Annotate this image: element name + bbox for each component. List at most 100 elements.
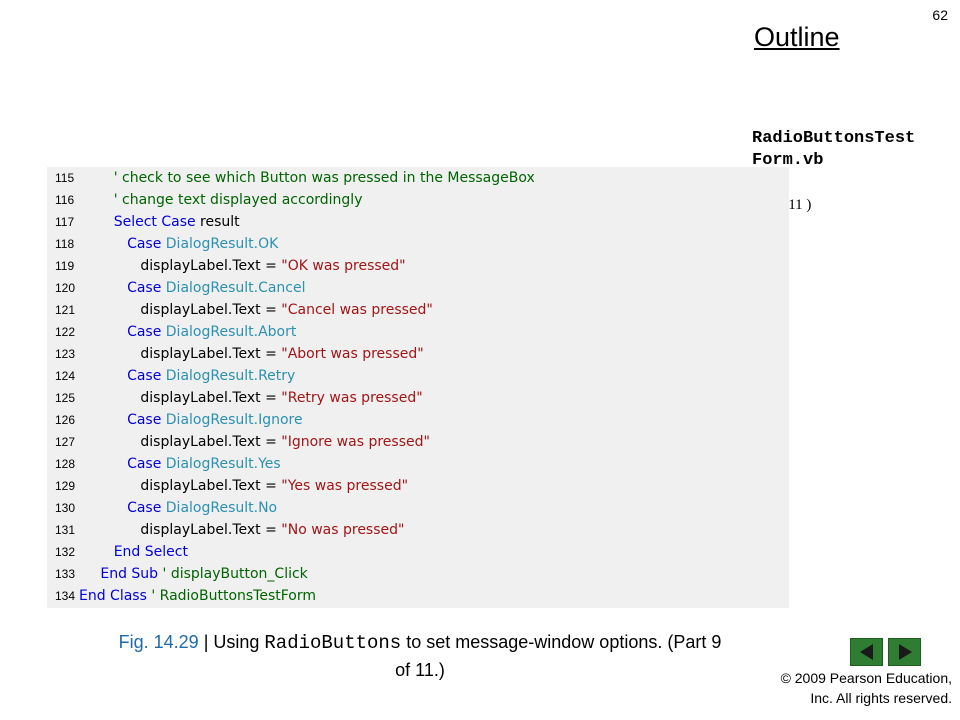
code-token-type: DialogResult.Abort xyxy=(165,324,297,340)
line-number: 121 xyxy=(55,303,76,317)
code-token-string: "Retry was pressed" xyxy=(281,390,423,406)
line-number: 118 xyxy=(55,237,75,251)
code-token-keyword: Case xyxy=(127,280,162,296)
code-text: displayLabel.Text = "No was pressed" xyxy=(87,519,404,541)
code-token-type: DialogResult.Yes xyxy=(165,456,281,472)
code-token-plain xyxy=(87,324,127,340)
code-token-plain: displayLabel.Text = xyxy=(87,390,282,406)
line-number: 129 xyxy=(55,479,76,493)
copyright: © 2009 Pearson Education, Inc. All right… xyxy=(700,668,952,708)
code-line: 120 Case DialogResult.Cancel xyxy=(47,277,789,299)
code-token-keyword: End Select xyxy=(113,544,188,560)
code-text: Case DialogResult.Abort xyxy=(87,321,296,343)
code-line: 118 Case DialogResult.OK xyxy=(47,233,789,255)
code-text: Case DialogResult.No xyxy=(87,497,277,519)
code-token-plain xyxy=(87,280,127,296)
triangle-left-icon xyxy=(860,644,873,660)
code-token-keyword: Select Case xyxy=(113,214,196,230)
file-name: RadioButtonsTest Form.vb xyxy=(752,128,952,172)
code-token-keyword: Case xyxy=(127,412,162,428)
code-text: End Select xyxy=(87,541,188,563)
code-text: displayLabel.Text = "Abort was pressed" xyxy=(87,343,424,365)
line-number: 134 xyxy=(55,589,76,603)
code-text: displayLabel.Text = "Ignore was pressed" xyxy=(87,431,430,453)
code-line: 128 Case DialogResult.Yes xyxy=(47,453,789,475)
code-token-type: DialogResult.No xyxy=(165,500,278,516)
code-text: displayLabel.Text = "Yes was pressed" xyxy=(87,475,408,497)
code-token-plain: displayLabel.Text = xyxy=(87,302,282,318)
code-line: 115 ' check to see which Button was pres… xyxy=(47,167,789,189)
line-number: 132 xyxy=(55,545,76,559)
caption-text-after: to set message-window options. (Part 9 o… xyxy=(395,632,722,680)
line-number: 117 xyxy=(55,215,75,229)
code-token-plain: result xyxy=(195,214,240,230)
code-text: displayLabel.Text = "OK was pressed" xyxy=(87,255,406,277)
code-token-string: "Cancel was pressed" xyxy=(281,302,433,318)
next-slide-button[interactable] xyxy=(888,638,921,666)
line-number: 119 xyxy=(55,259,75,273)
code-panel: 115 ' check to see which Button was pres… xyxy=(47,167,789,608)
line-number: 127 xyxy=(55,435,76,449)
code-line: 121 displayLabel.Text = "Cancel was pres… xyxy=(47,299,789,321)
code-token-plain: displayLabel.Text = xyxy=(87,258,282,274)
line-number: 116 xyxy=(55,193,75,207)
file-name-line-2: Form.vb xyxy=(752,151,824,170)
code-token-plain: displayLabel.Text = xyxy=(87,346,282,362)
code-text: Case DialogResult.Retry xyxy=(87,365,295,387)
page-number: 62 xyxy=(932,7,948,23)
code-token-keyword: Case xyxy=(127,456,162,472)
code-text: Case DialogResult.Ignore xyxy=(87,409,303,431)
code-token-comment: ' change text displayed accordingly xyxy=(87,192,363,208)
code-line: 130 Case DialogResult.No xyxy=(47,497,789,519)
code-token-string: "Yes was pressed" xyxy=(281,478,409,494)
line-number: 130 xyxy=(55,501,76,515)
code-line: 133 End Sub ' displayButton_Click xyxy=(47,563,789,585)
code-text: ' change text displayed accordingly xyxy=(87,189,363,211)
code-line: 132 End Select xyxy=(47,541,789,563)
code-token-comment: ' RadioButtonsTestForm xyxy=(151,588,317,604)
code-text: displayLabel.Text = "Retry was pressed" xyxy=(87,387,423,409)
code-token-string: "OK was pressed" xyxy=(281,258,406,274)
figure-label: Fig. 14.29 xyxy=(118,632,199,652)
code-text: ' check to see which Button was pressed … xyxy=(87,167,535,189)
code-token-plain: displayLabel.Text = xyxy=(87,434,282,450)
code-token-plain xyxy=(87,566,100,582)
outline-link[interactable]: Outline xyxy=(754,22,840,52)
code-line: 125 displayLabel.Text = "Retry was press… xyxy=(47,387,789,409)
code-line: 117 Select Case result xyxy=(47,211,789,233)
code-text: End Sub ' displayButton_Click xyxy=(87,563,308,585)
code-token-keyword: Case xyxy=(127,368,162,384)
code-token-plain: displayLabel.Text = xyxy=(87,522,282,538)
triangle-right-icon xyxy=(899,644,912,660)
line-number: 115 xyxy=(55,171,75,185)
line-number: 120 xyxy=(55,281,76,295)
code-token-keyword: End Class xyxy=(79,588,147,604)
code-token-plain xyxy=(87,368,127,384)
code-text: Case DialogResult.Cancel xyxy=(87,277,305,299)
code-line: 129 displayLabel.Text = "Yes was pressed… xyxy=(47,475,789,497)
code-text: Case DialogResult.OK xyxy=(87,233,278,255)
code-token-plain xyxy=(87,544,114,560)
line-number: 124 xyxy=(55,369,76,383)
previous-slide-button[interactable] xyxy=(850,638,883,666)
code-line: 131 displayLabel.Text = "No was pressed" xyxy=(47,519,789,541)
code-token-comment: ' displayButton_Click xyxy=(162,566,308,582)
code-token-string: "Abort was pressed" xyxy=(281,346,424,362)
caption-text-before: | Using xyxy=(198,632,265,652)
code-token-keyword: Case xyxy=(127,500,162,516)
line-number: 128 xyxy=(55,457,76,471)
file-name-line-1: RadioButtonsTest xyxy=(752,129,916,148)
code-token-plain xyxy=(87,456,127,472)
code-token-type: DialogResult.Ignore xyxy=(165,412,303,428)
code-text: End Class ' RadioButtonsTestForm xyxy=(79,585,316,607)
code-token-keyword: Case xyxy=(127,236,162,252)
caption-code-word: RadioButtons xyxy=(264,632,402,654)
code-token-string: "No was pressed" xyxy=(281,522,405,538)
code-token-string: "Ignore was pressed" xyxy=(281,434,430,450)
code-text: displayLabel.Text = "Cancel was pressed" xyxy=(87,299,433,321)
code-line: 116 ' change text displayed accordingly xyxy=(47,189,789,211)
code-line: 123 displayLabel.Text = "Abort was press… xyxy=(47,343,789,365)
line-number: 125 xyxy=(55,391,76,405)
code-text: Select Case result xyxy=(87,211,240,233)
